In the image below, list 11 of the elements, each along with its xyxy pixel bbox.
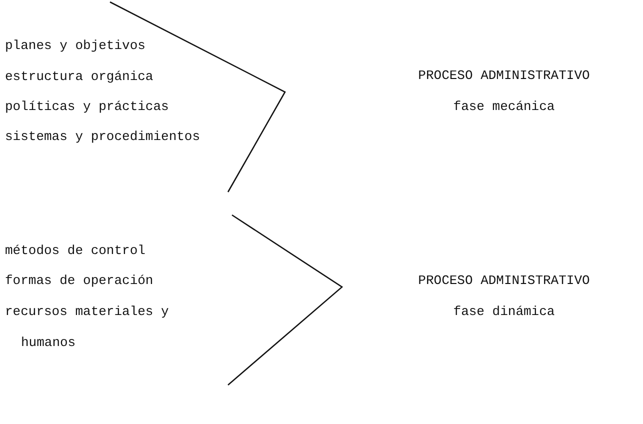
- text-label: estructura orgánica: [5, 68, 154, 86]
- text-label: fase dinámica: [452, 303, 556, 321]
- text-label: sistemas y procedimientos: [5, 128, 200, 146]
- text-label: métodos de control: [5, 242, 146, 260]
- text-label: recursos materiales y humanos: [5, 303, 170, 352]
- text-label: formas de operación: [5, 272, 154, 290]
- text-label: políticas y prácticas: [5, 98, 169, 116]
- process-heading: PROCESO ADMINISTRATIVO: [417, 67, 591, 85]
- process-heading: PROCESO ADMINISTRATIVO: [417, 272, 591, 290]
- text-label: fase mecánica: [452, 98, 556, 116]
- text-label: planes y objetivos: [5, 37, 146, 55]
